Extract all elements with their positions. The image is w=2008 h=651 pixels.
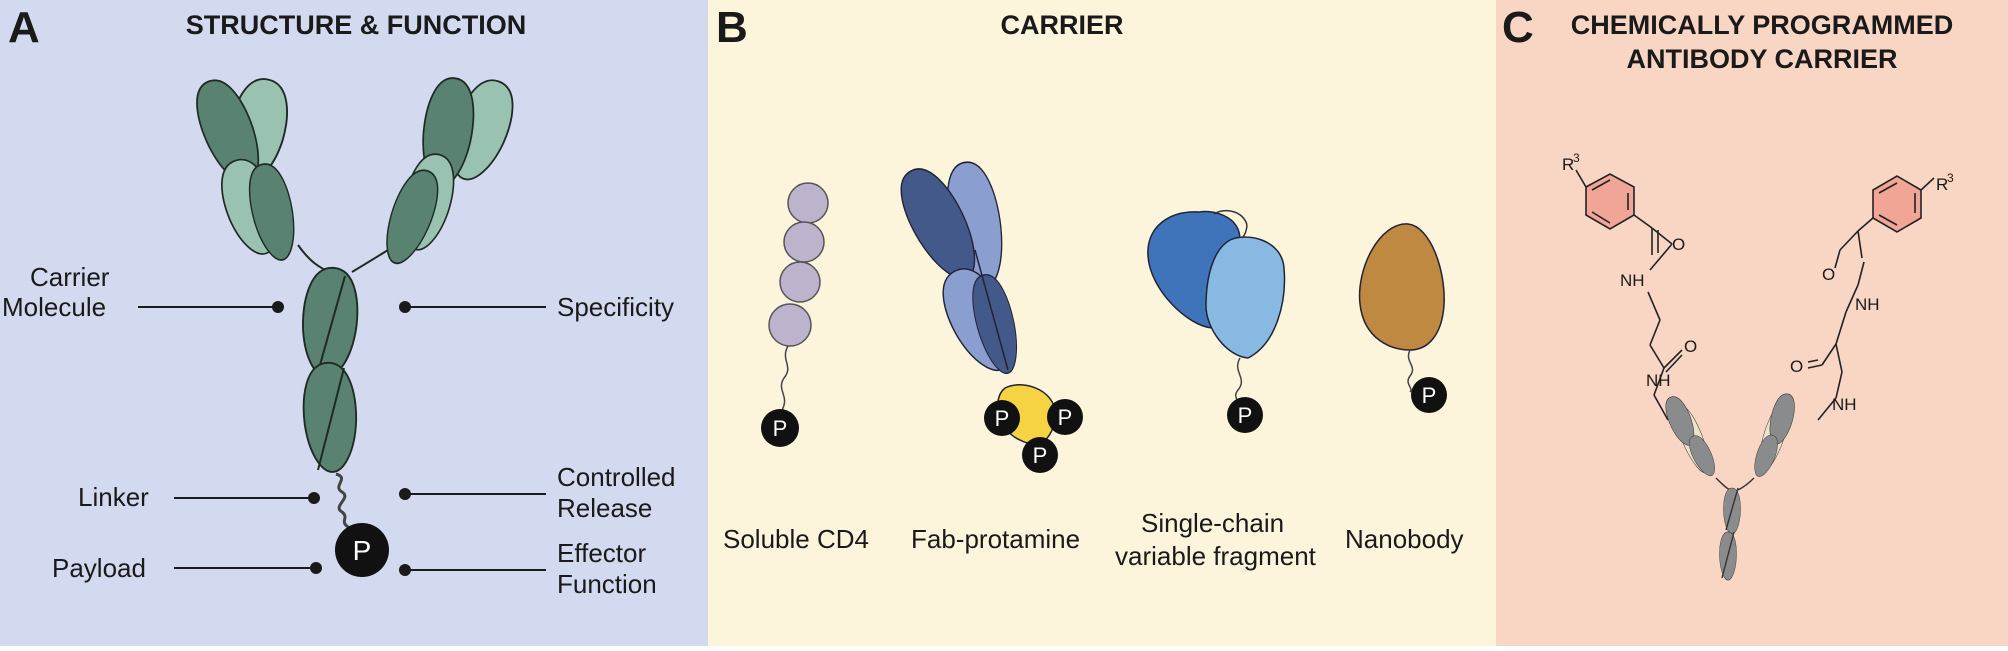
hinge-right (351, 249, 389, 273)
panel-c-title-line2: ANTIBODY CARRIER (1626, 44, 1897, 74)
svg-text:P: P (1058, 405, 1073, 430)
nanobody-payload: P (1411, 377, 1447, 413)
svg-text:R: R (1936, 175, 1948, 194)
chem-antibody (1660, 391, 1799, 581)
label-carrier-molecule-line1: Carrier (30, 262, 110, 292)
panel-c-letter: C (1502, 3, 1534, 52)
pointer-controlled-release (399, 488, 546, 500)
nanobody-carrier (1358, 223, 1445, 393)
label-fab-protamine: Fab-protamine (911, 524, 1080, 554)
pointer-payload (174, 562, 322, 574)
svg-text:P: P (1422, 383, 1437, 408)
chem-oxygen-right-1: O (1822, 265, 1835, 284)
label-effector-function-line1: Effector (557, 538, 646, 568)
svg-text:3: 3 (1947, 171, 1954, 185)
label-effector-function-line2: Function (557, 569, 657, 599)
chem-nh-left-2: NH (1646, 371, 1671, 390)
payload-circle: P (335, 523, 389, 577)
label-scfv-line1: Single-chain (1141, 508, 1284, 538)
svg-text:P: P (353, 535, 372, 566)
scfv-payload: P (1227, 397, 1263, 433)
label-nanobody: Nanobody (1345, 524, 1464, 554)
chem-oxygen-right-2: O (1790, 357, 1803, 376)
pointer-effector-function (399, 564, 546, 576)
label-linker: Linker (78, 482, 149, 512)
chem-nh-right-2: NH (1832, 395, 1857, 414)
label-specificity: Specificity (557, 292, 674, 322)
scfv-carrier (1147, 209, 1286, 413)
fab-payload-3: P (1022, 437, 1058, 473)
cd4-carrier (768, 182, 829, 411)
r-group-left: R 3 (1562, 151, 1580, 174)
antibody-diagram (185, 71, 524, 530)
svg-text:P: P (773, 416, 788, 441)
panel-b-letter: B (716, 3, 748, 52)
label-scfv-line2: variable fragment (1115, 541, 1317, 571)
linker-squiggle (335, 472, 351, 530)
label-controlled-release-line2: Release (557, 493, 652, 523)
panel-b-title: CARRIER (1000, 10, 1123, 40)
panel-a-letter: A (8, 3, 40, 52)
panel-c-title-line1: CHEMICALLY PROGRAMMED (1571, 10, 1954, 40)
label-controlled-release-line1: Controlled (557, 462, 676, 492)
label-soluble-cd4: Soluble CD4 (723, 524, 869, 554)
svg-text:R: R (1562, 155, 1574, 174)
pointer-carrier-molecule (138, 301, 284, 313)
panel-c-background (1496, 0, 2008, 646)
label-payload: Payload (52, 553, 146, 583)
chem-oxygen-left-1: O (1672, 235, 1685, 254)
label-carrier-molecule-line2: Molecule (2, 292, 106, 322)
panel-c: C CHEMICALLY PROGRAMMED ANTIBODY CARRIER… (1496, 0, 2008, 646)
pointer-linker (174, 492, 320, 504)
benzene-ring-right (1857, 175, 1935, 233)
svg-text:P: P (995, 406, 1010, 431)
fab-payload-1: P (984, 400, 1020, 436)
chain-right (1807, 230, 1865, 421)
chain-left (1647, 227, 1683, 421)
chem-nh-right-1: NH (1855, 295, 1880, 314)
pointer-specificity (399, 301, 546, 313)
svg-text:P: P (1033, 443, 1048, 468)
svg-text:3: 3 (1573, 151, 1580, 165)
panel-b: B CARRIER P Soluble CD4 P (708, 0, 1496, 646)
benzene-ring-left (1575, 169, 1653, 230)
chem-oxygen-left-2: O (1684, 337, 1697, 356)
cd4-payload: P (761, 409, 799, 447)
fab-payload-2: P (1047, 399, 1083, 435)
panel-a: A STRUCTURE & FUNCTION (0, 0, 708, 646)
svg-text:P: P (1238, 403, 1253, 428)
r-group-right: R 3 (1936, 171, 1954, 194)
fc-region (298, 265, 362, 475)
chem-nh-left-1: NH (1620, 271, 1645, 290)
panel-a-title: STRUCTURE & FUNCTION (186, 10, 526, 40)
